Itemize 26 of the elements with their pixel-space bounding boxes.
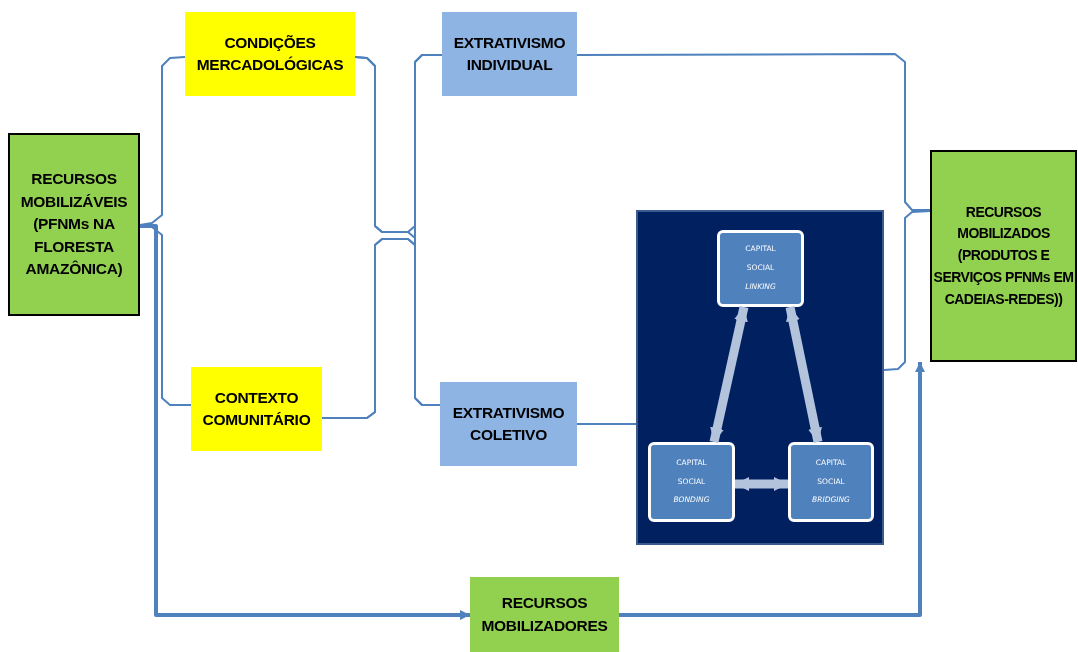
- resource-box: [930, 150, 1077, 362]
- box-label: EXTRATIVISMO COLETIVO: [451, 402, 566, 445]
- connector-line: [576, 53, 931, 211]
- box-label: RECURSOS MOBILIZADORES: [480, 593, 609, 636]
- resource-box: [8, 133, 140, 316]
- connector-line: [883, 210, 931, 371]
- capital-box: [788, 442, 874, 522]
- activity-box: [442, 12, 577, 96]
- box-label: RECURSOS MOBILIZÁVEIS (PFNMs NA FLORESTA AMAZÔNICA): [19, 169, 129, 280]
- double-arrow: [735, 477, 788, 491]
- capital-box: [648, 442, 735, 522]
- capital-box: [717, 230, 804, 307]
- double-arrow: [709, 306, 749, 443]
- double-arrow: [785, 306, 823, 443]
- activity-box: [440, 382, 577, 466]
- condition-box: [191, 367, 322, 451]
- box-label: CONDIÇÕES MERCADOLÓGICAS: [195, 32, 345, 75]
- connector-line: [576, 423, 637, 425]
- box-label: EXTRATIVISMO INDIVIDUAL: [452, 32, 567, 75]
- social-capital-panel: [636, 210, 884, 545]
- arrow: [140, 224, 470, 620]
- box-label: RECURSOS MOBILIZADOS (PRODUTOS E SERVIÇOS PFNMs EM CADEIAS-REDES)): [932, 202, 1075, 309]
- arrow: [619, 362, 925, 617]
- resource-box: [470, 577, 619, 652]
- box-label: CONTEXTO COMUNITÁRIO: [201, 387, 312, 430]
- condition-box: [185, 12, 355, 96]
